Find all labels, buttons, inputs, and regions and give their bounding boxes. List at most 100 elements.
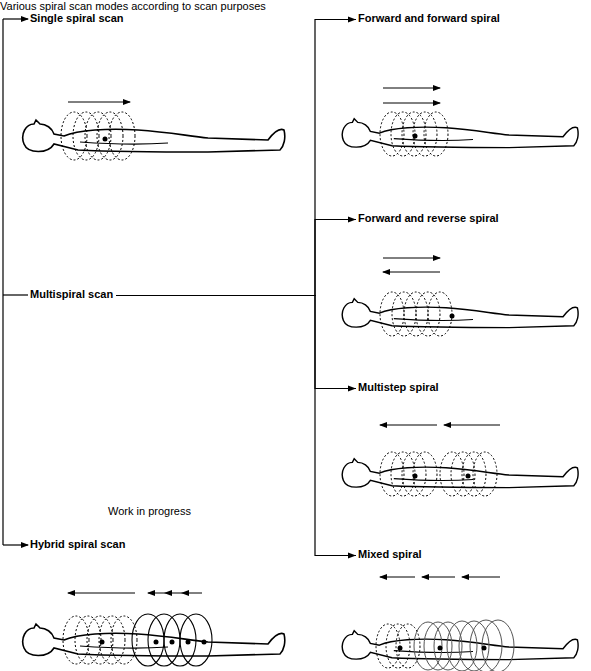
direction-arrow <box>383 272 440 273</box>
spiral-path <box>61 112 135 160</box>
mode-label: Forward and reverse spiral <box>358 212 499 225</box>
direction-arrow <box>148 593 165 594</box>
spiral-path <box>380 452 497 496</box>
connector <box>116 296 356 389</box>
focus-dot <box>103 137 108 142</box>
forward-forward-figure <box>342 88 578 156</box>
spiral-loop <box>75 616 101 664</box>
patient-body <box>342 119 578 148</box>
mode-name: Single spiral scan <box>30 12 124 25</box>
bracket-arrow <box>3 544 28 545</box>
spiral-loop <box>396 624 420 668</box>
spiral-loop <box>392 292 416 336</box>
direction-arrow <box>68 593 135 594</box>
mode-label: Forward and forward spiral <box>358 12 500 25</box>
mode-name: Forward and forward spiral <box>358 12 500 25</box>
direction-arrow <box>383 258 440 259</box>
spiral-loop <box>109 112 135 160</box>
spiral-loop <box>380 112 404 156</box>
spiral-loop <box>424 112 448 156</box>
bracket-arrow <box>3 18 28 19</box>
left-bracket <box>3 19 28 545</box>
spiral-loop <box>63 616 89 664</box>
mode-name: Multispiral scan <box>30 288 113 301</box>
forward-reverse-figure <box>342 258 578 336</box>
mode-name: Multistep spiral <box>358 381 439 394</box>
focus-dot <box>100 640 105 645</box>
hybrid-spiral-figure <box>23 593 285 666</box>
focus-dot <box>482 646 487 651</box>
spiral-path <box>380 292 452 336</box>
spiral-loop <box>386 624 410 668</box>
arrowhead <box>348 217 356 223</box>
direction-arrow <box>444 425 500 426</box>
single-spiral-figure <box>23 102 285 160</box>
spiral-loop <box>376 624 400 668</box>
direction-arrow <box>383 103 440 104</box>
focus-dot <box>170 640 175 645</box>
focus-dot <box>438 646 443 651</box>
note-label: Work in progress <box>108 505 191 518</box>
mode-name: Mixed spiral <box>358 548 422 561</box>
spiral-loop <box>380 292 404 336</box>
mode-name: Hybrid spiral scan <box>30 538 125 551</box>
direction-arrow <box>383 88 440 89</box>
spiral-loop <box>99 616 125 664</box>
spiral-loop <box>413 452 437 496</box>
mode-name: Forward and reverse spiral <box>358 212 499 225</box>
patient-body <box>23 624 285 656</box>
focus-dot <box>413 474 418 479</box>
spiral-loop <box>380 452 404 496</box>
direction-arrow <box>462 577 500 578</box>
patient-body <box>342 459 578 488</box>
spiral-loop <box>391 452 415 496</box>
spiral-loop <box>61 112 87 160</box>
focus-dot <box>186 640 191 645</box>
step-ring <box>180 614 212 666</box>
spiral-loop <box>73 112 99 160</box>
diagram-title: Various spiral scan modes according to s… <box>0 0 266 13</box>
spiral-loop <box>87 616 113 664</box>
spiral-loop <box>97 112 123 160</box>
focus-dot <box>154 640 159 645</box>
spiral-loop <box>391 112 415 156</box>
spiral-loop <box>402 452 426 496</box>
direction-arrow <box>68 102 130 103</box>
arrowhead <box>348 553 356 559</box>
spiral-loop <box>416 292 440 336</box>
spiral-path <box>380 112 448 156</box>
connector <box>116 296 356 556</box>
multistep-figure <box>342 425 578 496</box>
focus-dot <box>398 646 403 651</box>
spiral-path <box>63 616 137 664</box>
step-rings <box>414 620 514 671</box>
mode-label: Multispiral scan <box>30 288 113 301</box>
spiral-loop <box>440 452 464 496</box>
patient-body <box>342 299 578 328</box>
step-ring <box>434 622 462 670</box>
focus-dot <box>466 474 471 479</box>
mixed-spiral-figure <box>342 577 578 671</box>
spiral-loop <box>85 112 111 160</box>
direction-arrow <box>182 593 202 594</box>
focus-dot <box>202 640 207 645</box>
bracket-line <box>2 19 3 545</box>
focus-dot <box>413 134 418 139</box>
spiral-loop <box>413 112 437 156</box>
mode-label: Single spiral scan <box>30 12 124 25</box>
arrowhead <box>348 17 356 23</box>
mode-label: Hybrid spiral scan <box>30 538 125 551</box>
patient-body <box>23 120 285 152</box>
connector <box>116 20 356 296</box>
direction-arrow <box>380 425 437 426</box>
mode-label: Mixed spiral <box>358 548 422 561</box>
spiral-loop <box>473 452 497 496</box>
spiral-loop <box>404 292 428 336</box>
spiral-loop <box>428 292 452 336</box>
spiral-loop <box>462 452 486 496</box>
direction-arrow <box>380 577 415 578</box>
step-rings <box>132 614 212 666</box>
